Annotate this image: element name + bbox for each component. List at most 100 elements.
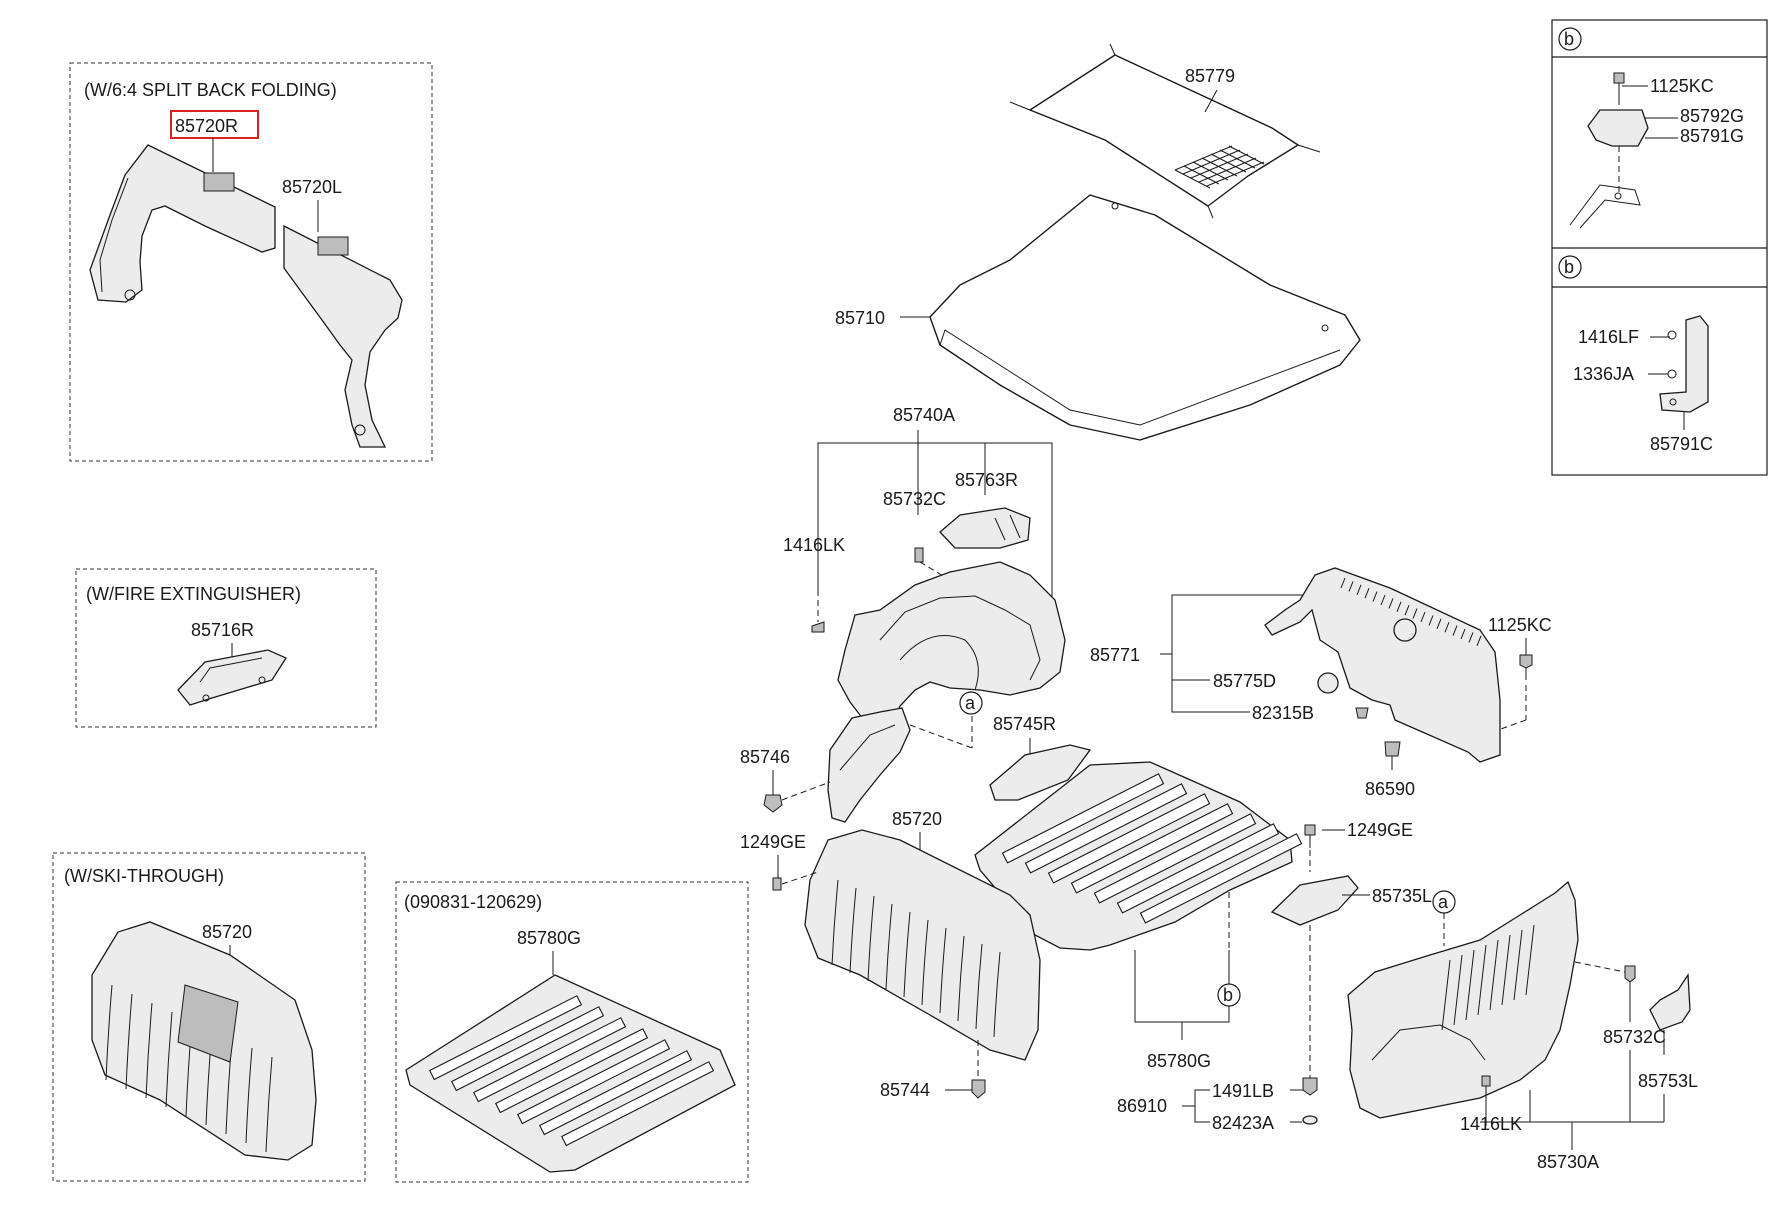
mat-slat — [1093, 813, 1257, 904]
group-ski-through: (W/SKI-THROUGH) 85720 — [52, 852, 366, 1182]
part-label-85730A[interactable]: 85730A — [1537, 1152, 1599, 1172]
wheelhouse-main-shape — [837, 561, 1066, 729]
fire-extinguisher-bracket-shape — [177, 649, 287, 706]
rear-panel-trim-85771: 85771 85775D 82315B 86590 1125KC — [1090, 567, 1552, 799]
group-date-range: (090831-120629) 85780G — [395, 881, 749, 1183]
part-label-82315B[interactable]: 82315B — [1252, 703, 1314, 723]
group-label-date-range: (090831-120629) — [404, 892, 542, 912]
callout-a-lower: a — [1438, 892, 1449, 912]
net-line — [1201, 157, 1238, 177]
panel-rib — [921, 919, 929, 1006]
group-split-back-folding: (W/6:4 SPLIT BACK FOLDING) 85720R 85720L — [69, 62, 433, 462]
part-label-85771[interactable]: 85771 — [1090, 645, 1140, 665]
part-label-85763R[interactable]: 85763R — [955, 470, 1018, 490]
panel-rib — [885, 903, 893, 990]
part-label-85745R[interactable]: 85745R — [993, 714, 1056, 734]
net-line — [1192, 161, 1229, 181]
part-label-85746[interactable]: 85746 — [740, 747, 790, 767]
mat-slat — [1001, 773, 1165, 864]
net-line — [1174, 145, 1233, 171]
panel-rib — [975, 943, 983, 1030]
part-label-85740A[interactable]: 85740A — [893, 405, 955, 425]
hatch-line — [1380, 594, 1386, 606]
part-label-85732C-top[interactable]: 85732C — [883, 489, 946, 509]
callout-b-floor: b — [1223, 985, 1233, 1005]
pocket-85763R-shape — [939, 507, 1031, 549]
part-label-1125KC-mid[interactable]: 1125KC — [1488, 615, 1552, 635]
hatch-line — [1460, 628, 1466, 640]
part-label-85780G-main[interactable]: 85780G — [1147, 1051, 1211, 1071]
net-mesh — [1174, 145, 1265, 189]
part-label-1416LF[interactable]: 1416LF — [1578, 327, 1639, 347]
part-label-85732C-bot[interactable]: 85732C — [1603, 1027, 1666, 1047]
part-label-1416LK-bot[interactable]: 1416LK — [1460, 1114, 1522, 1134]
panel-rib — [145, 1002, 153, 1099]
panel-rib — [849, 887, 857, 974]
rear-panel-hatch — [1340, 577, 1482, 646]
part-label-86910[interactable]: 86910 — [1117, 1096, 1167, 1116]
part-label-85791C[interactable]: 85791C — [1650, 434, 1713, 454]
main-mat-slats — [1001, 773, 1303, 924]
luggage-board-shape — [929, 194, 1361, 441]
panel-rib — [993, 951, 1001, 1038]
panel-rib — [957, 935, 965, 1022]
part-label-1491LB[interactable]: 1491LB — [1212, 1081, 1274, 1101]
wheelhouse-trim-85740A: 85740A 85763R 85732C 1416LK a 85746 — [740, 405, 1066, 823]
panel-rib — [245, 1047, 253, 1144]
part-label-1249GE-right[interactable]: 1249GE — [1347, 820, 1413, 840]
part-label-85720-ski[interactable]: 85720 — [202, 922, 252, 942]
part-label-85720L[interactable]: 85720L — [282, 177, 342, 197]
panel-rib — [1441, 959, 1451, 1031]
detail-box-b: b b 1125KC 85792G 85791G 1416LF 1336JA 8… — [1551, 19, 1768, 476]
part-label-85720R[interactable]: 85720R — [175, 116, 238, 136]
seatback-trim-l-shape — [283, 224, 403, 448]
group-label-split-back: (W/6:4 SPLIT BACK FOLDING) — [84, 80, 337, 100]
wheelhouse-trim-85730A: a 1416LK 85732C 85753L 85730A — [1347, 880, 1698, 1172]
hatch-line — [1452, 625, 1458, 636]
mat-slat — [1024, 783, 1188, 874]
part-label-85744[interactable]: 85744 — [880, 1080, 930, 1100]
mat-slat — [1070, 803, 1234, 894]
part-label-85720-main[interactable]: 85720 — [892, 809, 942, 829]
panel-rib — [1453, 954, 1463, 1026]
hatch-line — [1388, 598, 1394, 609]
hatch-line — [1348, 581, 1354, 592]
wheelhouse-lower-shape — [827, 707, 911, 823]
part-label-1336JA[interactable]: 1336JA — [1573, 364, 1634, 384]
part-label-82423A[interactable]: 82423A — [1212, 1113, 1274, 1133]
mat-slat — [560, 1061, 715, 1147]
part-label-85792G[interactable]: 85792G — [1680, 106, 1744, 126]
hatch-line — [1412, 608, 1418, 619]
panel-rib — [125, 993, 133, 1090]
part-label-85791G[interactable]: 85791G — [1680, 126, 1744, 146]
luggage-board-85710: 85710 — [835, 194, 1361, 441]
seatback-trim-r-shape — [89, 144, 276, 303]
part-label-85753L[interactable]: 85753L — [1638, 1071, 1698, 1091]
seatback-ribs — [831, 879, 1001, 1038]
part-label-1416LK-top[interactable]: 1416LK — [783, 535, 845, 555]
callout-a-upper: a — [965, 693, 976, 713]
panel-rib — [1465, 949, 1475, 1021]
part-label-85779[interactable]: 85779 — [1185, 66, 1235, 86]
mat-slat — [450, 1006, 605, 1092]
part-label-85775D[interactable]: 85775D — [1213, 671, 1276, 691]
trim-85753L-shape — [1649, 973, 1691, 1031]
part-label-1125KC-box[interactable]: 1125KC — [1650, 76, 1714, 96]
part-label-85780G-box[interactable]: 85780G — [517, 928, 581, 948]
panel-rib — [265, 1056, 273, 1153]
hatch-line — [1428, 615, 1434, 626]
part-label-86590[interactable]: 86590 — [1365, 779, 1415, 799]
part-label-85710[interactable]: 85710 — [835, 308, 885, 328]
trim-85745R-shape — [989, 744, 1092, 801]
wheelhouse-r-ribs — [1441, 924, 1535, 1031]
seatback-panel-shape — [804, 829, 1041, 1061]
part-label-85735L[interactable]: 85735L — [1372, 886, 1432, 906]
hatch-line — [1444, 622, 1450, 633]
hatch-line — [1476, 635, 1482, 646]
part-label-85716R[interactable]: 85716R — [191, 620, 254, 640]
rear-panel-shape — [1264, 567, 1501, 763]
part-label-1249GE-left[interactable]: 1249GE — [740, 832, 806, 852]
net-line — [1219, 149, 1256, 169]
net-line — [1182, 149, 1241, 175]
